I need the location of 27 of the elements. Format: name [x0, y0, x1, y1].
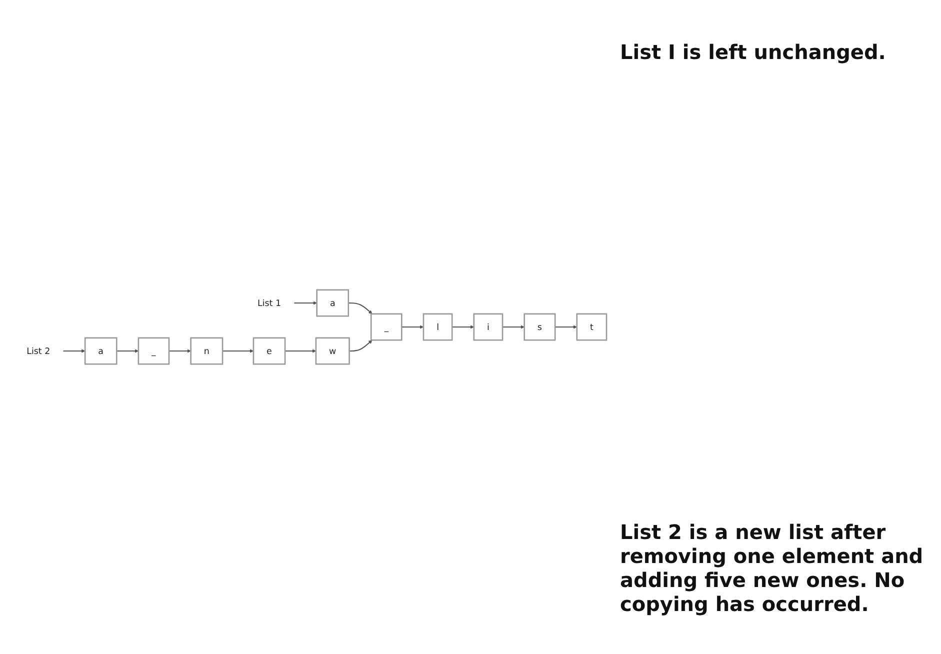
node-box: i	[473, 313, 504, 341]
arrow	[294, 301, 318, 305]
arrow	[222, 349, 254, 353]
node-box: w	[315, 337, 350, 365]
arrow	[555, 325, 578, 329]
node-box: _	[138, 337, 170, 365]
arrow	[452, 325, 474, 329]
node-box: e	[252, 337, 286, 365]
note-text: List 2 is a new list after removing one element and adding five new ones. No copying has occurred.	[620, 520, 924, 616]
node-text: List 1	[257, 298, 282, 308]
node-box: n	[190, 337, 224, 365]
arrow	[116, 349, 139, 353]
node-text: List 2	[26, 346, 50, 356]
arrow	[502, 325, 525, 329]
arrow	[63, 349, 86, 353]
arrow	[349, 340, 372, 352]
node-box: a	[316, 289, 350, 317]
node-box: s	[524, 313, 556, 341]
node-box: a	[84, 337, 118, 365]
arrow	[348, 302, 372, 314]
node-box: _	[370, 313, 402, 341]
arrow	[285, 349, 316, 353]
node-box: t	[576, 313, 608, 341]
arrow	[169, 349, 191, 353]
note-text: List I is left unchanged.	[620, 40, 887, 64]
node-box: l	[422, 313, 453, 341]
arrow	[402, 325, 424, 329]
